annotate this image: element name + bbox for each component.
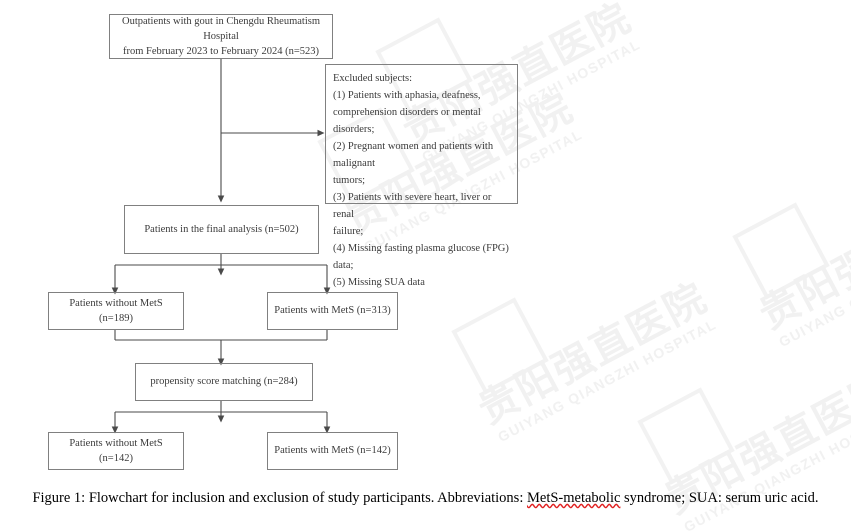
caption-misspelled-term: MetS-metabolic — [526, 490, 621, 506]
caption-prefix-text: Figure 1: Flowchart for inclusion and ex… — [32, 490, 527, 506]
node-with-mets-prematch: Patients with MetS (n=313) — [267, 292, 398, 330]
node-propensity-score-matching: propensity score matching (n=284) — [135, 363, 313, 401]
node-with-mets-prematch-label: Patients with MetS (n=313) — [274, 305, 391, 317]
node-with-mets-postmatch: Patients with MetS (n=142) — [267, 432, 398, 470]
caption-suffix-text: syndrome; SUA: serum uric acid. — [620, 490, 819, 506]
node-without-mets-postmatch: Patients without MetS (n=142) — [48, 432, 184, 470]
node-propensity-score-matching-label: propensity score matching (n=284) — [150, 376, 298, 388]
node-final-analysis: Patients in the final analysis (n=502) — [124, 205, 319, 254]
node-without-mets-postmatch-label: Patients without MetS (n=142) — [69, 437, 163, 464]
node-source-population: Outpatients with gout in Chengdu Rheumat… — [109, 14, 333, 59]
node-without-mets-prematch: Patients without MetS (n=189) — [48, 292, 184, 330]
node-without-mets-prematch-label: Patients without MetS (n=189) — [69, 297, 163, 324]
node-excluded-subjects: Excluded subjects: (1) Patients with aph… — [325, 64, 518, 288]
figure-caption: Figure 1: Flowchart for inclusion and ex… — [0, 490, 851, 507]
node-final-analysis-label: Patients in the final analysis (n=502) — [144, 223, 299, 235]
node-with-mets-postmatch-label: Patients with MetS (n=142) — [274, 445, 391, 457]
node-excluded-subjects-label: Excluded subjects: (1) Patients with aph… — [333, 73, 509, 288]
node-source-population-label: Outpatients with gout in Chengdu Rheumat… — [121, 15, 321, 58]
